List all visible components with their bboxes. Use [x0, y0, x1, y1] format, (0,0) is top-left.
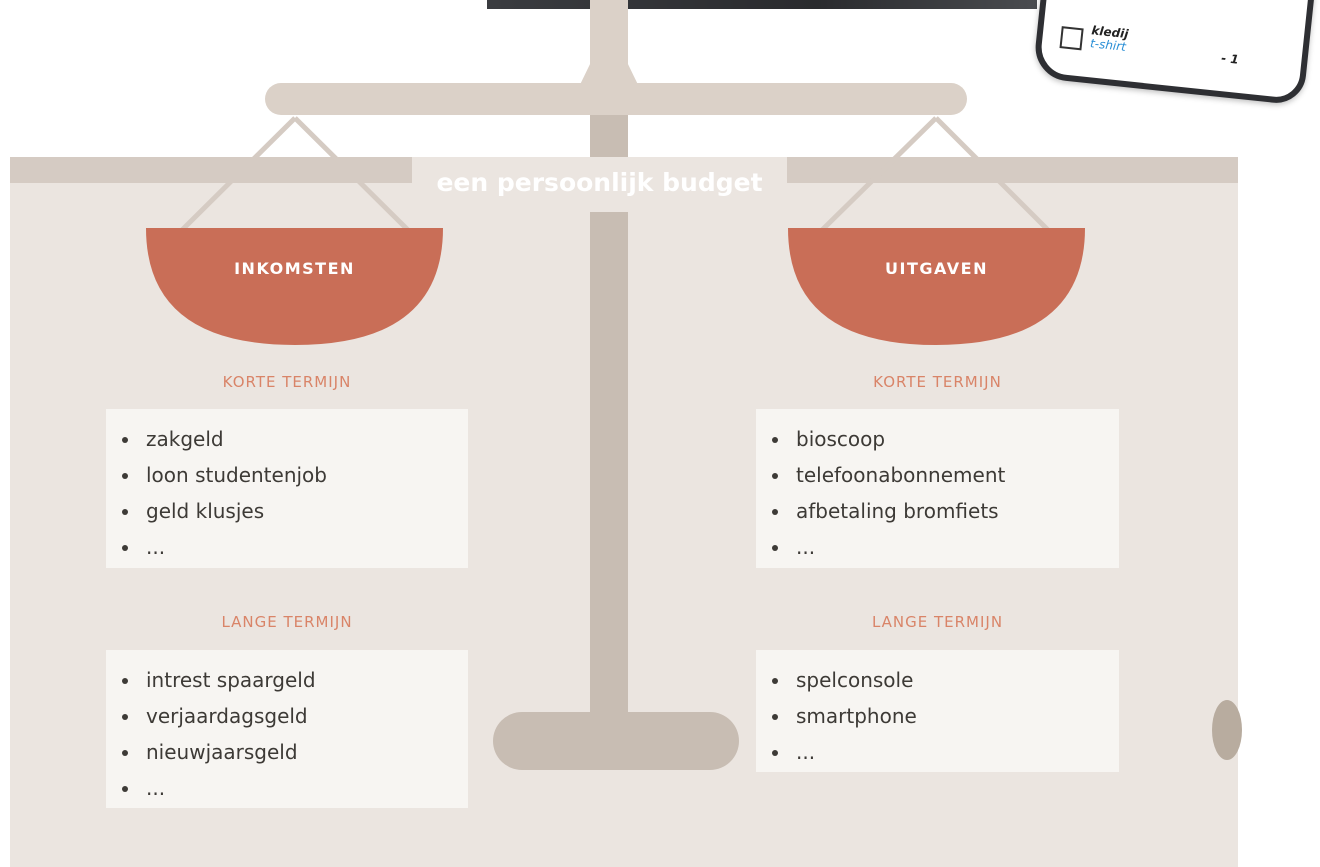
income-long-term-heading: LANGE TERMIJN: [221, 613, 353, 631]
scale-column: [590, 115, 628, 755]
list-item: verjaardagsgeld: [120, 698, 458, 734]
bullet-icon: [122, 473, 128, 479]
right-pan: [788, 228, 1085, 345]
list-item: ...: [770, 734, 1109, 770]
bullet-icon: [122, 678, 128, 684]
left-string-1: [178, 116, 297, 234]
bullet-icon: [772, 545, 778, 551]
list-item: smartphone: [770, 698, 1109, 734]
list-item: zakgeld: [120, 421, 458, 457]
scale-beam: [265, 83, 967, 115]
list-item-text: afbetaling bromfiets: [796, 499, 999, 523]
list-item-text: intrest spaargeld: [146, 668, 316, 692]
bullet-icon: [122, 750, 128, 756]
bullet-icon: [122, 437, 128, 443]
list-item-text: geld klusjes: [146, 499, 265, 523]
list-item: nieuwjaarsgeld: [120, 734, 458, 770]
list-item: ...: [120, 529, 458, 565]
page-title: een persoonlijk budget: [436, 168, 763, 197]
bullet-icon: [122, 509, 128, 515]
right-string-1: [818, 116, 938, 234]
bullet-icon: [772, 437, 778, 443]
list-item: loon studentenjob: [120, 457, 458, 493]
bullet-icon: [772, 750, 778, 756]
expenses-long-term-list: spelconsole smartphone ...: [756, 650, 1119, 772]
expenses-long-term-heading: LANGE TERMIJN: [871, 613, 1004, 631]
left-pan: [146, 228, 443, 345]
list-item-text: loon studentenjob: [146, 463, 327, 487]
income-short-term-list: zakgeld loon studentenjob geld klusjes .…: [106, 409, 468, 568]
list-item-text: ...: [146, 776, 166, 800]
bullet-icon: [772, 678, 778, 684]
income-long-term-list: intrest spaargeld verjaardagsgeld nieuwj…: [106, 650, 468, 808]
right-string-2: [934, 116, 1052, 234]
bullet-icon: [772, 509, 778, 515]
expenses-short-term-heading: KORTE TERMIJN: [873, 373, 1002, 391]
income-short-term-heading: KORTE TERMIJN: [222, 373, 352, 391]
list-item: afbetaling bromfiets: [770, 493, 1109, 529]
list-item-text: verjaardagsgeld: [146, 704, 308, 728]
list-item: ...: [770, 529, 1109, 565]
list-item-text: nieuwjaarsgeld: [146, 740, 298, 764]
balance-scale: [146, 0, 1085, 770]
list-item-text: ...: [796, 535, 816, 559]
scale-base: [493, 712, 739, 770]
bullet-icon: [122, 714, 128, 720]
list-item: geld klusjes: [120, 493, 458, 529]
list-item: intrest spaargeld: [120, 662, 458, 698]
list-item-text: ...: [796, 740, 816, 764]
decorative-shape: [1212, 700, 1242, 760]
list-item-text: bioscoop: [796, 427, 886, 451]
list-item: spelconsole: [770, 662, 1109, 698]
bullet-icon: [122, 786, 128, 792]
list-item: telefoonabonnement: [770, 457, 1109, 493]
list-item-text: smartphone: [796, 704, 917, 728]
bullet-icon: [122, 545, 128, 551]
list-item: bioscoop: [770, 421, 1109, 457]
left-string-2: [293, 116, 412, 234]
bullet-icon: [772, 714, 778, 720]
list-item-text: spelconsole: [796, 668, 914, 692]
title-background: [412, 157, 787, 212]
list-item-text: zakgeld: [146, 427, 224, 451]
photo-fragment: [487, 0, 1037, 9]
list-item: ...: [120, 770, 458, 806]
expenses-short-term-list: bioscoop telefoonabonnement afbetaling b…: [756, 409, 1119, 568]
list-item-text: telefoonabonnement: [796, 463, 1006, 487]
expenses-label: UITGAVEN: [885, 259, 988, 278]
bullet-icon: [772, 473, 778, 479]
list-item-text: ...: [146, 535, 166, 559]
income-label: INKOMSTEN: [234, 259, 355, 278]
